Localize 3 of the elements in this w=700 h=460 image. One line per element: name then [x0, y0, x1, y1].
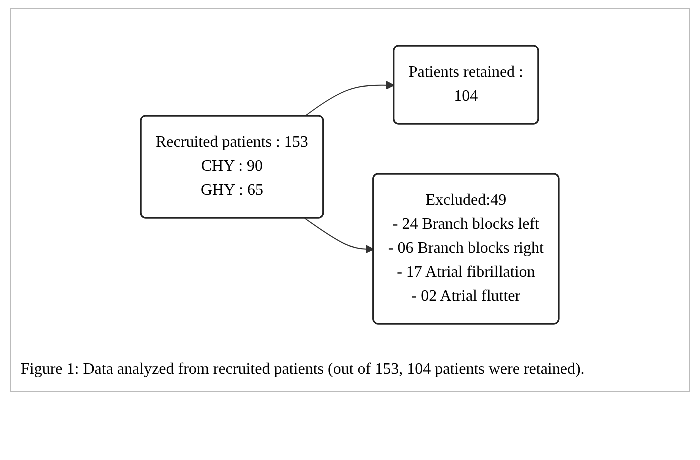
arrow [304, 218, 374, 254]
figure-caption: Figure 1: Data analyzed from recruited patients (out of 153, 104 patients were retained). [21, 361, 586, 379]
arrow [304, 81, 395, 117]
